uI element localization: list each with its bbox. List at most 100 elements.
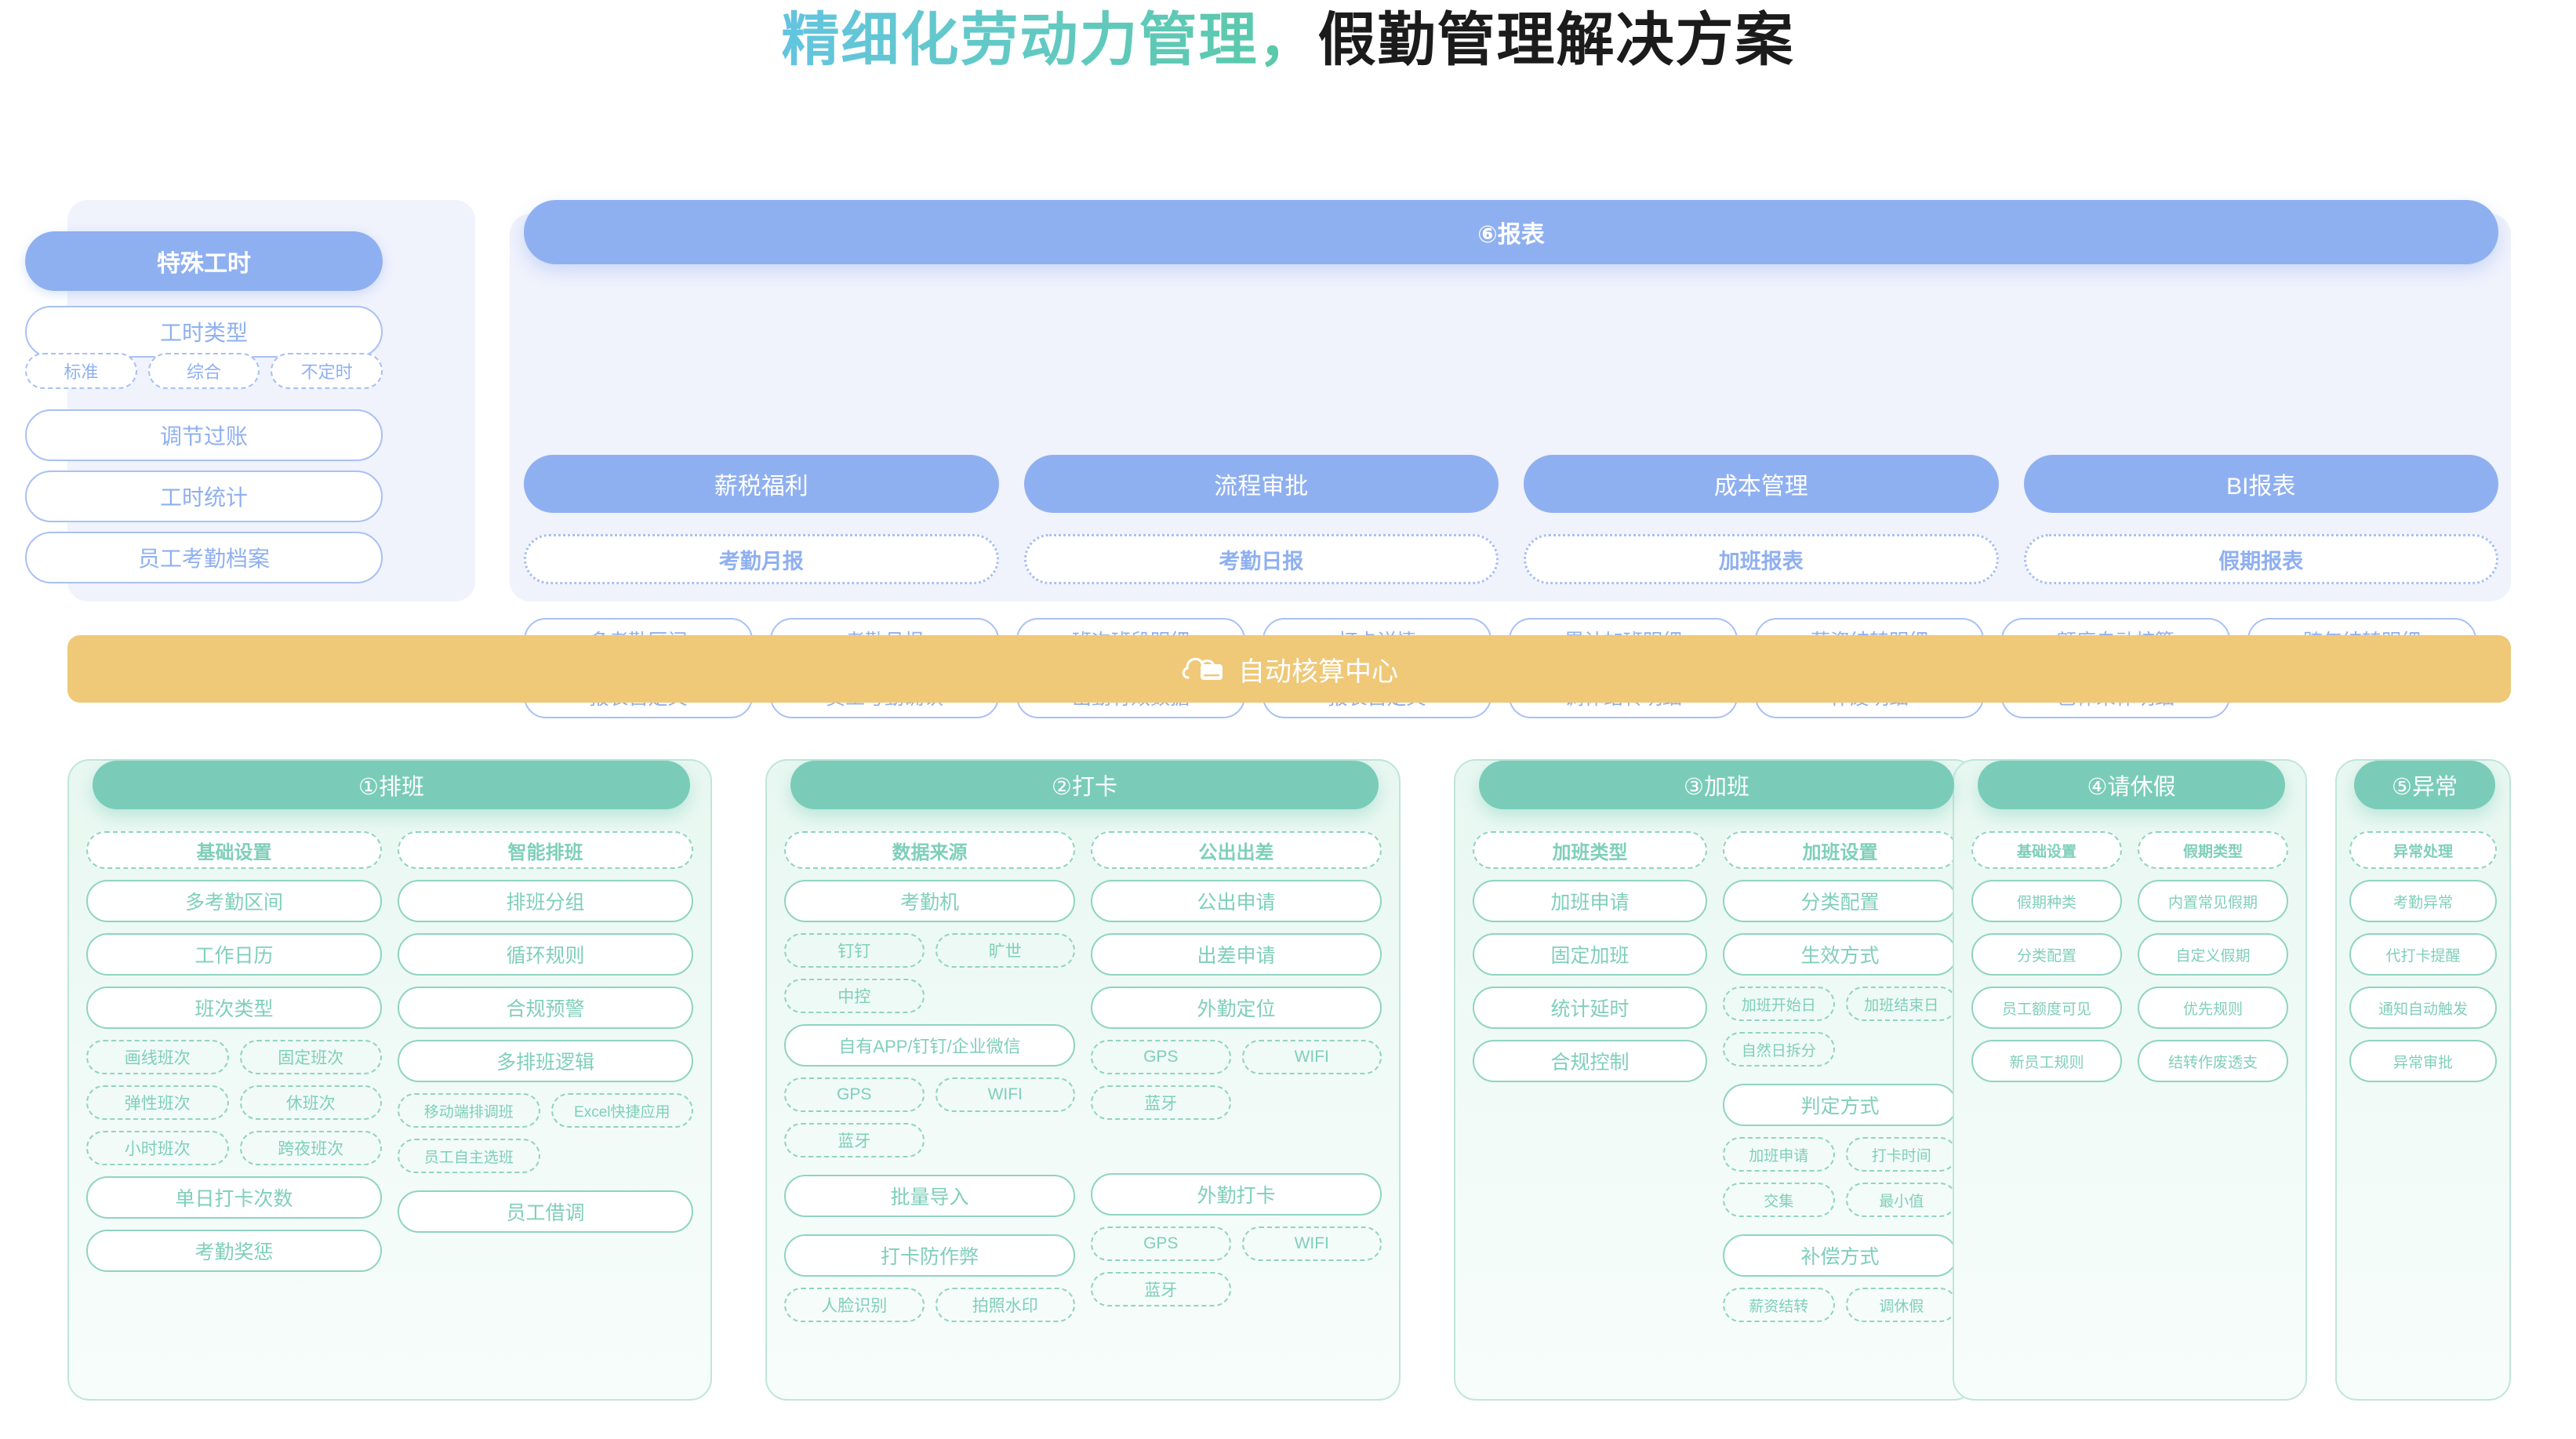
- clockin-item[interactable]: 批量导入: [784, 1175, 1075, 1217]
- clockin-item[interactable]: 外勤打卡: [1091, 1173, 1382, 1216]
- leave-item[interactable]: 自定义假期: [2138, 933, 2288, 976]
- overtime-right-heading[interactable]: 加班设置: [1723, 831, 1957, 869]
- report-category-3[interactable]: BI报表: [2023, 455, 2498, 513]
- clockin-tag[interactable]: 旷世: [935, 933, 1075, 968]
- scheduling-item[interactable]: 排班分组: [398, 880, 693, 922]
- special-hours-item-1[interactable]: 调节过账: [25, 409, 383, 461]
- column-scheduling-body: 基础设置 多考勤区间 工作日历 班次类型 画线班次 固定班次 弹性班次 休班次 …: [69, 831, 710, 1399]
- clockin-tag[interactable]: WIFI: [1241, 1040, 1382, 1074]
- exception-heading[interactable]: 异常处理: [2349, 831, 2497, 869]
- clockin-tag[interactable]: 拍照水印: [935, 1288, 1075, 1322]
- scheduling-tag[interactable]: 小时班次: [86, 1131, 229, 1165]
- scheduling-tag[interactable]: 固定班次: [239, 1040, 382, 1074]
- clockin-item[interactable]: 自有APP/钉钉/企业微信: [784, 1024, 1075, 1067]
- special-hours-item-2[interactable]: 工时统计: [25, 471, 383, 522]
- clockin-right-heading[interactable]: 公出出差: [1091, 831, 1382, 869]
- clockin-tag[interactable]: WIFI: [935, 1077, 1075, 1112]
- clockin-tag[interactable]: 中控: [784, 979, 925, 1013]
- scheduling-item[interactable]: 循环规则: [398, 933, 693, 976]
- scheduling-right-heading[interactable]: 智能排班: [398, 831, 693, 869]
- clockin-item[interactable]: 出差申请: [1091, 933, 1382, 976]
- scheduling-tag[interactable]: 员工自主选班: [398, 1139, 540, 1173]
- scheduling-item[interactable]: 多排班逻辑: [398, 1040, 693, 1082]
- exception-item[interactable]: 代打卡提醒: [2349, 933, 2497, 976]
- scheduling-tag[interactable]: 移动端排调班: [398, 1093, 540, 1128]
- overtime-item[interactable]: 补偿方式: [1723, 1234, 1957, 1277]
- overtime-tag[interactable]: 最小值: [1845, 1183, 1957, 1217]
- special-hours-item-0[interactable]: 工时类型: [25, 306, 383, 358]
- overtime-tag[interactable]: 自然日拆分: [1723, 1032, 1835, 1067]
- special-hours-header: 特殊工时: [25, 231, 383, 291]
- overtime-item[interactable]: 统计延时: [1473, 987, 1707, 1029]
- overtime-item[interactable]: 判定方式: [1723, 1084, 1957, 1126]
- leave-item[interactable]: 内置常见假期: [2138, 880, 2288, 922]
- scheduling-item[interactable]: 工作日历: [86, 933, 382, 976]
- overtime-tag[interactable]: 加班申请: [1723, 1137, 1835, 1172]
- exception-item[interactable]: 通知自动触发: [2349, 987, 2497, 1029]
- exception-item[interactable]: 考勤异常: [2349, 880, 2497, 922]
- special-hours-tag-2[interactable]: 不定时: [271, 353, 383, 389]
- overtime-tag[interactable]: 交集: [1723, 1183, 1835, 1217]
- special-hours-item-3[interactable]: 员工考勤档案: [25, 532, 383, 583]
- report-subheader-1[interactable]: 考勤日报: [1023, 534, 1499, 584]
- leave-left-heading[interactable]: 基础设置: [1971, 831, 2122, 869]
- overtime-tag[interactable]: 薪资结转: [1723, 1288, 1835, 1322]
- clockin-tag[interactable]: 钉钉: [784, 933, 925, 968]
- leave-item[interactable]: 新员工规则: [1971, 1040, 2122, 1082]
- leave-item[interactable]: 分类配置: [1971, 933, 2122, 976]
- overtime-tag[interactable]: 打卡时间: [1845, 1137, 1957, 1172]
- clockin-tag[interactable]: GPS: [1091, 1226, 1231, 1261]
- scheduling-item[interactable]: 多考勤区间: [86, 880, 382, 922]
- clockin-tag-row: 人脸识别 拍照水印: [784, 1288, 1075, 1322]
- leave-right-heading[interactable]: 假期类型: [2138, 831, 2288, 869]
- overtime-tag[interactable]: 加班开始日: [1723, 987, 1835, 1021]
- column-leave-header: ④请休假: [1978, 761, 2285, 809]
- clockin-tag-row: 中控: [784, 979, 1075, 1013]
- overtime-item[interactable]: 合规控制: [1473, 1040, 1707, 1082]
- scheduling-item[interactable]: 单日打卡次数: [86, 1176, 382, 1219]
- scheduling-item[interactable]: 考勤奖惩: [86, 1230, 382, 1272]
- clockin-tag[interactable]: 蓝牙: [1091, 1272, 1231, 1306]
- scheduling-item[interactable]: 合规预警: [398, 987, 693, 1029]
- scheduling-tag[interactable]: Excel快捷应用: [550, 1093, 693, 1128]
- report-subheader-0[interactable]: 考勤月报: [524, 534, 999, 584]
- clockin-tag[interactable]: 人脸识别: [784, 1288, 925, 1322]
- exception-item[interactable]: 异常审批: [2349, 1040, 2497, 1082]
- clockin-tag[interactable]: GPS: [784, 1077, 925, 1112]
- report-category-2[interactable]: 成本管理: [1524, 455, 1999, 513]
- scheduling-tag[interactable]: 弹性班次: [86, 1085, 229, 1120]
- special-hours-tag-1[interactable]: 综合: [147, 353, 260, 389]
- leave-item[interactable]: 假期种类: [1971, 880, 2122, 922]
- leave-item[interactable]: 结转作废透支: [2138, 1040, 2288, 1082]
- scheduling-tag[interactable]: 休班次: [239, 1085, 382, 1120]
- scheduling-left-heading[interactable]: 基础设置: [86, 831, 382, 869]
- special-hours-tag-0[interactable]: 标准: [25, 353, 137, 389]
- clockin-item[interactable]: 考勤机: [784, 880, 1075, 922]
- report-category-1[interactable]: 流程审批: [1023, 455, 1499, 513]
- clockin-tag[interactable]: GPS: [1091, 1040, 1231, 1074]
- report-subheader-3[interactable]: 假期报表: [2023, 534, 2498, 584]
- leave-item[interactable]: 优先规则: [2138, 987, 2288, 1029]
- scheduling-item[interactable]: 员工借调: [398, 1190, 693, 1233]
- clockin-tag[interactable]: WIFI: [1241, 1226, 1382, 1261]
- clockin-left-heading[interactable]: 数据来源: [784, 831, 1075, 869]
- scheduling-item[interactable]: 班次类型: [86, 987, 382, 1029]
- clockin-item[interactable]: 公出申请: [1091, 880, 1382, 922]
- overtime-item[interactable]: 分类配置: [1723, 880, 1957, 922]
- scheduling-tag[interactable]: 画线班次: [86, 1040, 229, 1074]
- clockin-item[interactable]: 打卡防作弊: [784, 1234, 1075, 1277]
- overtime-left-heading[interactable]: 加班类型: [1473, 831, 1707, 869]
- overtime-item[interactable]: 加班申请: [1473, 880, 1707, 922]
- report-subheader-2[interactable]: 加班报表: [1524, 534, 1999, 584]
- leave-item[interactable]: 员工额度可见: [1971, 987, 2122, 1029]
- overtime-tag[interactable]: 调休假: [1845, 1288, 1957, 1322]
- column-leave: 基础设置 假期种类 分类配置 员工额度可见 新员工规则 假期类型 内置常见假期 …: [1953, 759, 2307, 1401]
- overtime-item[interactable]: 固定加班: [1473, 933, 1707, 976]
- scheduling-tag[interactable]: 跨夜班次: [239, 1131, 382, 1165]
- clockin-tag[interactable]: 蓝牙: [784, 1123, 925, 1157]
- overtime-item[interactable]: 生效方式: [1723, 933, 1957, 976]
- clockin-tag[interactable]: 蓝牙: [1091, 1085, 1231, 1120]
- report-category-0[interactable]: 薪税福利: [524, 455, 999, 513]
- clockin-item[interactable]: 外勤定位: [1091, 987, 1382, 1029]
- overtime-tag[interactable]: 加班结束日: [1845, 987, 1957, 1021]
